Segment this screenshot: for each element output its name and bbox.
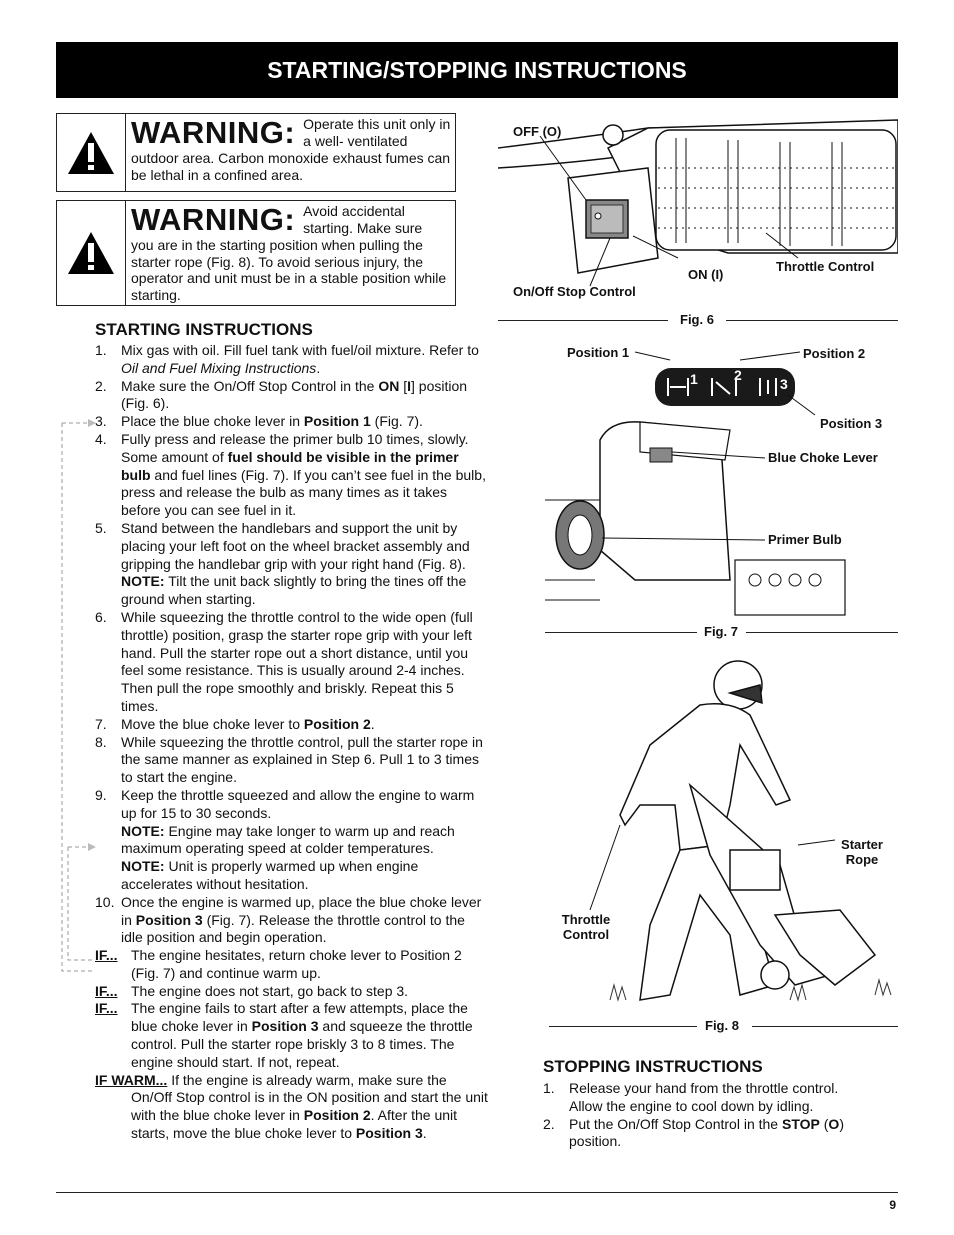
footer-rule — [56, 1192, 898, 1193]
fig7-rule-right — [746, 632, 898, 633]
warning-text-first: Avoid accidental starting. Make sure — [303, 203, 423, 236]
fig8-rule-left — [549, 1026, 697, 1027]
list-item: 1.Mix gas with oil. Fill fuel tank with … — [95, 342, 479, 376]
starting-steps: 1.Mix gas with oil. Fill fuel tank with … — [95, 342, 490, 1143]
list-item: 6.While squeezing the throttle control t… — [95, 608, 473, 714]
if-warm-item: IF WARM... If the engine is already warm… — [95, 1071, 488, 1142]
fig6-label-on: ON (I) — [688, 267, 724, 282]
fig7-label-position1: Position 1 — [567, 345, 630, 360]
warning-text: WARNING: Avoid accidental starting. Make… — [126, 201, 455, 305]
fig7-label-position2: Position 2 — [803, 346, 866, 361]
if-item: IF...The engine does not start, go back … — [95, 982, 409, 999]
if-item: IF...The engine hesitates, return choke … — [95, 947, 462, 981]
warning-box-starting: WARNING: Avoid accidental starting. Make… — [56, 200, 456, 306]
warning-text-rest: outdoor area. Carbon monoxide exhaust fu… — [131, 150, 451, 183]
list-item: 1.Release your hand from the throttle co… — [543, 1080, 839, 1114]
fig7-indicator-2: 2 — [734, 367, 742, 383]
fig7-choke-illustration: 1 2 3 — [545, 351, 846, 616]
grip-icon — [655, 129, 898, 251]
fig7-label-primer: Primer Bulb — [768, 532, 842, 547]
fig6-rule-left — [498, 320, 668, 321]
page-title-banner: STARTING/STOPPING INSTRUCTIONS — [56, 42, 898, 98]
fig8-operator-illustration — [589, 660, 892, 1002]
page-title: STARTING/STOPPING INSTRUCTIONS — [267, 56, 687, 83]
warning-text-first: Operate this unit only in a well- ventil… — [303, 116, 451, 149]
fig7-indicator-1: 1 — [690, 371, 698, 387]
warning-text-rest: you are in the starting position when pu… — [131, 237, 447, 303]
warning-title: WARNING: — [131, 202, 296, 237]
screw-icon — [602, 124, 624, 146]
fig6-label-off: OFF (O) — [513, 124, 562, 139]
stopping-steps: 1.Release your hand from the throttle co… — [543, 1080, 873, 1151]
list-item: 3.Place the blue choke lever in Position… — [95, 413, 423, 430]
warning-triangle-icon — [57, 201, 126, 305]
tiller-wheel-icon — [760, 960, 790, 990]
fig8-rule-right — [752, 1026, 898, 1027]
warning-text: WARNING: Operate this unit only in a wel… — [126, 114, 455, 191]
choke-lever-icon — [649, 447, 673, 463]
list-item: 10.Once the engine is warmed up, place t… — [95, 893, 482, 946]
list-item: 5.Stand between the handlebars and suppo… — [95, 519, 470, 608]
fig8-caption: Fig. 8 — [705, 1018, 739, 1033]
list-item: 2.Make sure the On/Off Stop Control in t… — [95, 377, 468, 412]
fig7-rule-left — [545, 632, 697, 633]
choke-position-indicator — [655, 368, 795, 406]
warning-title: WARNING: — [131, 115, 296, 150]
stopping-heading: STOPPING INSTRUCTIONS — [543, 1057, 763, 1076]
fig7-label-choke: Blue Choke Lever — [768, 450, 878, 465]
list-item: 7.Move the blue choke lever to Position … — [95, 715, 375, 732]
fig6-handle-illustration — [498, 119, 898, 287]
page-number: 9 — [889, 1198, 896, 1212]
fig6-caption: Fig. 6 — [680, 312, 714, 327]
fig6-label-throttle: Throttle Control — [776, 259, 875, 274]
grass-icon — [609, 978, 892, 1002]
fig7-indicator-3: 3 — [780, 376, 788, 392]
warning-box-ventilation: WARNING: Operate this unit only in a wel… — [56, 113, 456, 192]
starting-heading: STARTING INSTRUCTIONS — [95, 320, 313, 339]
tiller-engine-icon — [729, 849, 781, 891]
fig7-caption: Fig. 7 — [704, 624, 738, 639]
operator-torso — [619, 703, 792, 851]
list-item: 8.While squeezing the throttle control, … — [95, 733, 483, 786]
arrow-connector-lines — [61, 419, 96, 972]
warning-triangle-icon — [57, 114, 126, 191]
list-item: 4.Fully press and release the primer bul… — [95, 430, 486, 519]
list-item: 2.Put the On/Off Stop Control in the STO… — [543, 1115, 844, 1150]
fig6-rule-right — [726, 320, 898, 321]
if-item: IF...The engine fails to start after a f… — [95, 1000, 473, 1070]
fig6-label-stop: On/Off Stop Control — [513, 284, 636, 299]
fig7-label-position3: Position 3 — [820, 416, 883, 431]
list-item: 9.Keep the throttle squeezed and allow t… — [95, 786, 475, 892]
tiller-tines-icon — [773, 909, 877, 986]
operator-head — [713, 660, 763, 710]
engine-housing — [599, 421, 731, 581]
